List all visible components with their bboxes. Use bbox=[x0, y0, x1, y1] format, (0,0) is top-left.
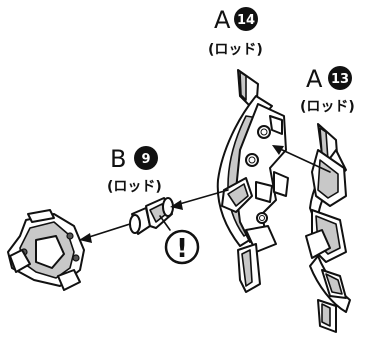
label-a13-number: 13 bbox=[331, 72, 349, 87]
label-b9-letter: B bbox=[110, 145, 126, 173]
label-a14: A 14 (ロッド) bbox=[208, 6, 263, 58]
socket-part bbox=[7, 209, 85, 291]
arrow-a13-to-a14 bbox=[272, 145, 331, 173]
label-a13-letter: A bbox=[306, 65, 323, 93]
warning-symbol: ! bbox=[176, 234, 188, 264]
rod-part-a14 bbox=[216, 69, 289, 293]
arrow-a14-to-b9 bbox=[170, 189, 229, 210]
warning-icon: ! bbox=[159, 215, 200, 265]
arrow-b9-to-socket bbox=[79, 223, 131, 243]
label-a13: A 13 (ロッド) bbox=[300, 65, 355, 115]
label-a14-letter: A bbox=[214, 6, 231, 34]
label-a13-number-badge bbox=[328, 66, 352, 90]
rod-part-a13 bbox=[305, 123, 351, 333]
label-b9-number: 9 bbox=[141, 152, 150, 167]
rod-part-b9 bbox=[129, 197, 174, 235]
label-b9-sub: (ロッド) bbox=[107, 179, 162, 195]
label-a14-number-badge bbox=[234, 7, 258, 31]
label-a14-number: 14 bbox=[237, 13, 255, 28]
label-a13-sub: (ロッド) bbox=[300, 99, 355, 115]
label-b9-number-badge bbox=[134, 146, 158, 170]
label-b9: B 9 (ロッド) bbox=[107, 145, 162, 195]
label-a14-sub: (ロッド) bbox=[208, 42, 263, 58]
